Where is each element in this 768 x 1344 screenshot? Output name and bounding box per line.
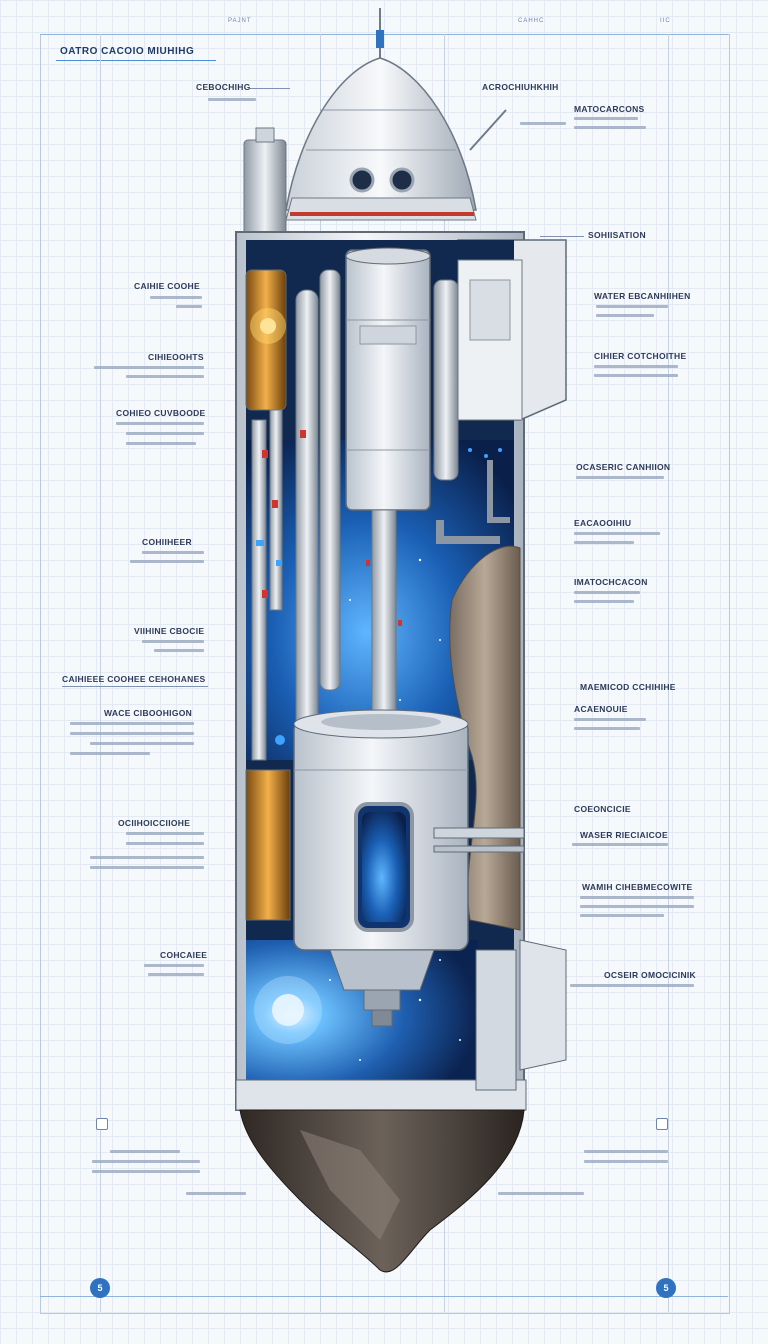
label-detail bbox=[70, 752, 150, 755]
label-detail bbox=[142, 640, 204, 643]
label-detail bbox=[594, 374, 678, 377]
label-detail bbox=[580, 914, 664, 917]
top-tag-2: CAHHC bbox=[518, 18, 545, 24]
label-detail bbox=[116, 422, 204, 425]
label-detail bbox=[126, 842, 204, 845]
label-waser-rieciaicoe: WASER RIECIAICOE bbox=[580, 830, 668, 840]
label-caiheiee-coohee: CAIHIEEE COOHEE CEHOHANES bbox=[62, 674, 206, 684]
label-detail bbox=[130, 560, 204, 563]
label-detail bbox=[154, 649, 204, 652]
label-detail bbox=[70, 732, 194, 735]
label-detail bbox=[574, 126, 646, 129]
label-detail bbox=[580, 905, 694, 908]
label-acaenouie: ACAENOUIE bbox=[574, 704, 628, 714]
label-cebochihg: CEBOCHIHG bbox=[196, 82, 251, 92]
label-sohiisation: SOHIISATION bbox=[588, 230, 646, 240]
label-detail bbox=[208, 98, 256, 101]
label-detail bbox=[520, 122, 566, 125]
label-detail bbox=[574, 117, 638, 120]
label-acrochiuhkhih: ACROCHIUHKHIH bbox=[482, 82, 559, 92]
label-detail bbox=[110, 1150, 180, 1153]
label-detail bbox=[574, 591, 640, 594]
label-detail bbox=[596, 305, 668, 308]
label-detail bbox=[90, 856, 204, 859]
label-matocarcons: MATOCARCONS bbox=[574, 104, 645, 114]
label-detail bbox=[576, 476, 664, 479]
leader-line bbox=[62, 686, 208, 687]
guide-line bbox=[100, 34, 101, 1312]
label-ocinoicciiome: OCIIHOICCIIOHE bbox=[118, 818, 191, 828]
label-detail bbox=[574, 532, 660, 535]
label-detail bbox=[570, 984, 694, 987]
label-detail bbox=[574, 727, 640, 730]
label-cohiiheer: COHIIHEER bbox=[142, 537, 192, 547]
label-detail bbox=[572, 843, 668, 846]
label-detail bbox=[150, 296, 202, 299]
label-detail bbox=[142, 551, 204, 554]
label-viihine-cbocie: VIIHINE CBOCIE bbox=[134, 626, 205, 636]
leader-line bbox=[540, 236, 584, 237]
label-detail bbox=[574, 718, 646, 721]
label-detail bbox=[186, 1192, 246, 1195]
label-detail bbox=[126, 442, 196, 445]
label-detail bbox=[70, 722, 194, 725]
marker-chip bbox=[656, 1118, 668, 1130]
top-tag-1: PAJNT bbox=[228, 18, 252, 24]
leader-line bbox=[250, 88, 290, 89]
label-cohieo-cuvboode: COHIEO CUVBOODE bbox=[116, 408, 206, 418]
label-wace-ciboohigon: WACE CIBOOHIGON bbox=[104, 708, 193, 718]
label-caihie-coohe: CAIHIE COOHE bbox=[134, 281, 200, 291]
label-detail bbox=[126, 375, 204, 378]
diagram-title: OATRO CACOIO MIUHIHG bbox=[60, 46, 195, 57]
label-ocseir-omocicinik: OCSEIR OMOCICINIK bbox=[604, 970, 696, 980]
label-detail bbox=[584, 1160, 668, 1163]
marker-chip bbox=[96, 1118, 108, 1130]
label-detail bbox=[176, 305, 202, 308]
label-coeoncicie: COEONCICIE bbox=[574, 804, 631, 814]
label-detail bbox=[90, 742, 194, 745]
label-detail bbox=[92, 1160, 200, 1163]
guide-line bbox=[668, 34, 669, 1312]
label-detail bbox=[148, 973, 204, 976]
label-detail bbox=[92, 1170, 200, 1173]
label-detail bbox=[580, 896, 694, 899]
label-detail bbox=[596, 314, 654, 317]
label-eacaooihiu: EACAOOIHIU bbox=[574, 518, 632, 528]
label-detail bbox=[94, 366, 204, 369]
top-tag-3: IIC bbox=[660, 18, 671, 24]
label-imatochcacon: IMATOCHCACON bbox=[574, 577, 648, 587]
label-wamih-cihebmecowite: WAMIH CIHEBMECOWITE bbox=[582, 882, 693, 892]
footer-rule bbox=[40, 1296, 728, 1297]
label-detail bbox=[144, 964, 204, 967]
label-detail bbox=[126, 832, 204, 835]
corner-badge-left: 5 bbox=[90, 1278, 110, 1298]
label-detail bbox=[574, 541, 634, 544]
label-detail bbox=[584, 1150, 668, 1153]
label-cihieoohts: CIHIEOOHTS bbox=[148, 352, 204, 362]
label-ocaseric-canhiion: OCASERIC CANHIION bbox=[576, 462, 671, 472]
label-detail bbox=[498, 1192, 584, 1195]
corner-badge-right: 5 bbox=[656, 1278, 676, 1298]
label-detail bbox=[574, 600, 634, 603]
title-underline bbox=[56, 60, 216, 61]
label-maemicod-cchihihe: MAEMICOD CCHIHIHE bbox=[580, 682, 676, 692]
label-detail bbox=[90, 866, 204, 869]
label-water-ebcanhiiihen: WATER EBCANHIIHEN bbox=[594, 291, 691, 301]
label-detail bbox=[126, 432, 204, 435]
label-cohcaiee: COHCAIEE bbox=[160, 950, 208, 960]
label-cihier-cotchoithe: CIHIER COTCHOITHE bbox=[594, 351, 687, 361]
label-detail bbox=[594, 365, 678, 368]
